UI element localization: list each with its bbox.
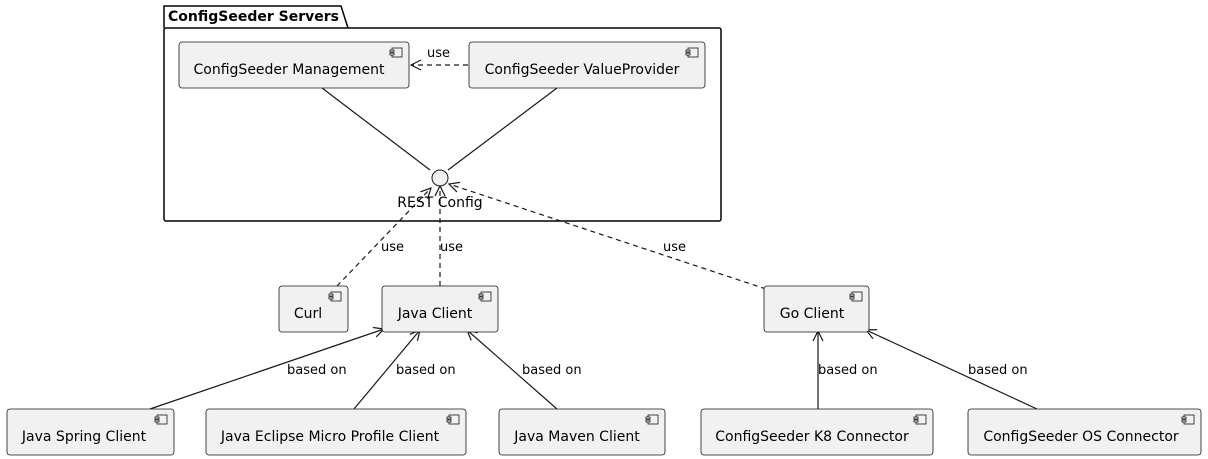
component-icon bbox=[685, 47, 699, 58]
interface-label: REST Config bbox=[397, 195, 482, 211]
component-k8-connector[interactable]: ConfigSeeder K8 Connector bbox=[700, 408, 934, 456]
component-go-client[interactable]: Go Client bbox=[763, 285, 870, 333]
component-icon bbox=[154, 414, 168, 425]
edge-label-maven-based-on: based on bbox=[522, 363, 582, 378]
edge-label-k8-based-on: based on bbox=[818, 363, 878, 378]
edge-maven-based-on-java bbox=[467, 330, 558, 410]
package-configseeder-servers: ConfigSeeder Servers bbox=[163, 5, 722, 222]
component-java-maven-client[interactable]: Java Maven Client bbox=[498, 408, 666, 456]
component-label: Curl bbox=[294, 306, 322, 322]
edge-label-valueprovider-uses: use bbox=[427, 46, 450, 61]
edge-go-uses-rest bbox=[449, 184, 767, 290]
edge-label-os-based-on: based on bbox=[968, 363, 1028, 378]
component-label: ConfigSeeder OS Connector bbox=[983, 429, 1179, 445]
edge-label-go-uses: use bbox=[663, 240, 686, 255]
component-os-connector[interactable]: ConfigSeeder OS Connector bbox=[967, 408, 1202, 456]
component-configseeder-management[interactable]: ConfigSeeder Management bbox=[178, 41, 410, 89]
edge-label-curl-uses: use bbox=[381, 240, 404, 255]
component-label: Java Spring Client bbox=[21, 429, 147, 445]
edge-eclipse-based-on-java bbox=[353, 330, 420, 410]
component-label: Java Maven Client bbox=[513, 429, 640, 445]
component-label: ConfigSeeder K8 Connector bbox=[715, 429, 909, 445]
component-label: Java Eclipse Micro Profile Client bbox=[220, 429, 440, 445]
component-java-spring-client[interactable]: Java Spring Client bbox=[6, 408, 175, 456]
edge-labels: use use use use based on based on based … bbox=[287, 46, 1028, 378]
component-icon bbox=[328, 291, 342, 302]
edge-label-eclipse-based-on: based on bbox=[396, 363, 456, 378]
component-label: Java Client bbox=[397, 306, 473, 322]
edge-os-based-on-go bbox=[866, 330, 1038, 410]
component-icon bbox=[389, 47, 403, 58]
component-icon bbox=[913, 414, 927, 425]
edge-management-rest bbox=[321, 87, 431, 171]
component-icon bbox=[1181, 414, 1195, 425]
edges bbox=[149, 65, 1038, 410]
edge-valueprovider-rest bbox=[447, 87, 558, 171]
edge-spring-based-on-java bbox=[149, 329, 384, 410]
component-label: ConfigSeeder ValueProvider bbox=[485, 62, 680, 78]
component-icon bbox=[849, 291, 863, 302]
component-java-client[interactable]: Java Client bbox=[381, 285, 499, 333]
edge-curl-uses-rest bbox=[336, 188, 431, 287]
package-title: ConfigSeeder Servers bbox=[168, 9, 339, 25]
component-label: Go Client bbox=[780, 306, 845, 322]
component-configseeder-valueprovider[interactable]: ConfigSeeder ValueProvider bbox=[468, 41, 706, 89]
component-icon bbox=[478, 291, 492, 302]
interface-rest-config: REST Config bbox=[397, 169, 483, 211]
component-curl[interactable]: Curl bbox=[278, 285, 349, 333]
component-java-eclipse-client[interactable]: Java Eclipse Micro Profile Client bbox=[205, 408, 467, 456]
component-icon bbox=[645, 414, 659, 425]
edge-label-spring-based-on: based on bbox=[287, 363, 347, 378]
component-icon bbox=[446, 414, 460, 425]
edge-label-java-uses: use bbox=[440, 240, 463, 255]
component-label: ConfigSeeder Management bbox=[194, 62, 385, 78]
